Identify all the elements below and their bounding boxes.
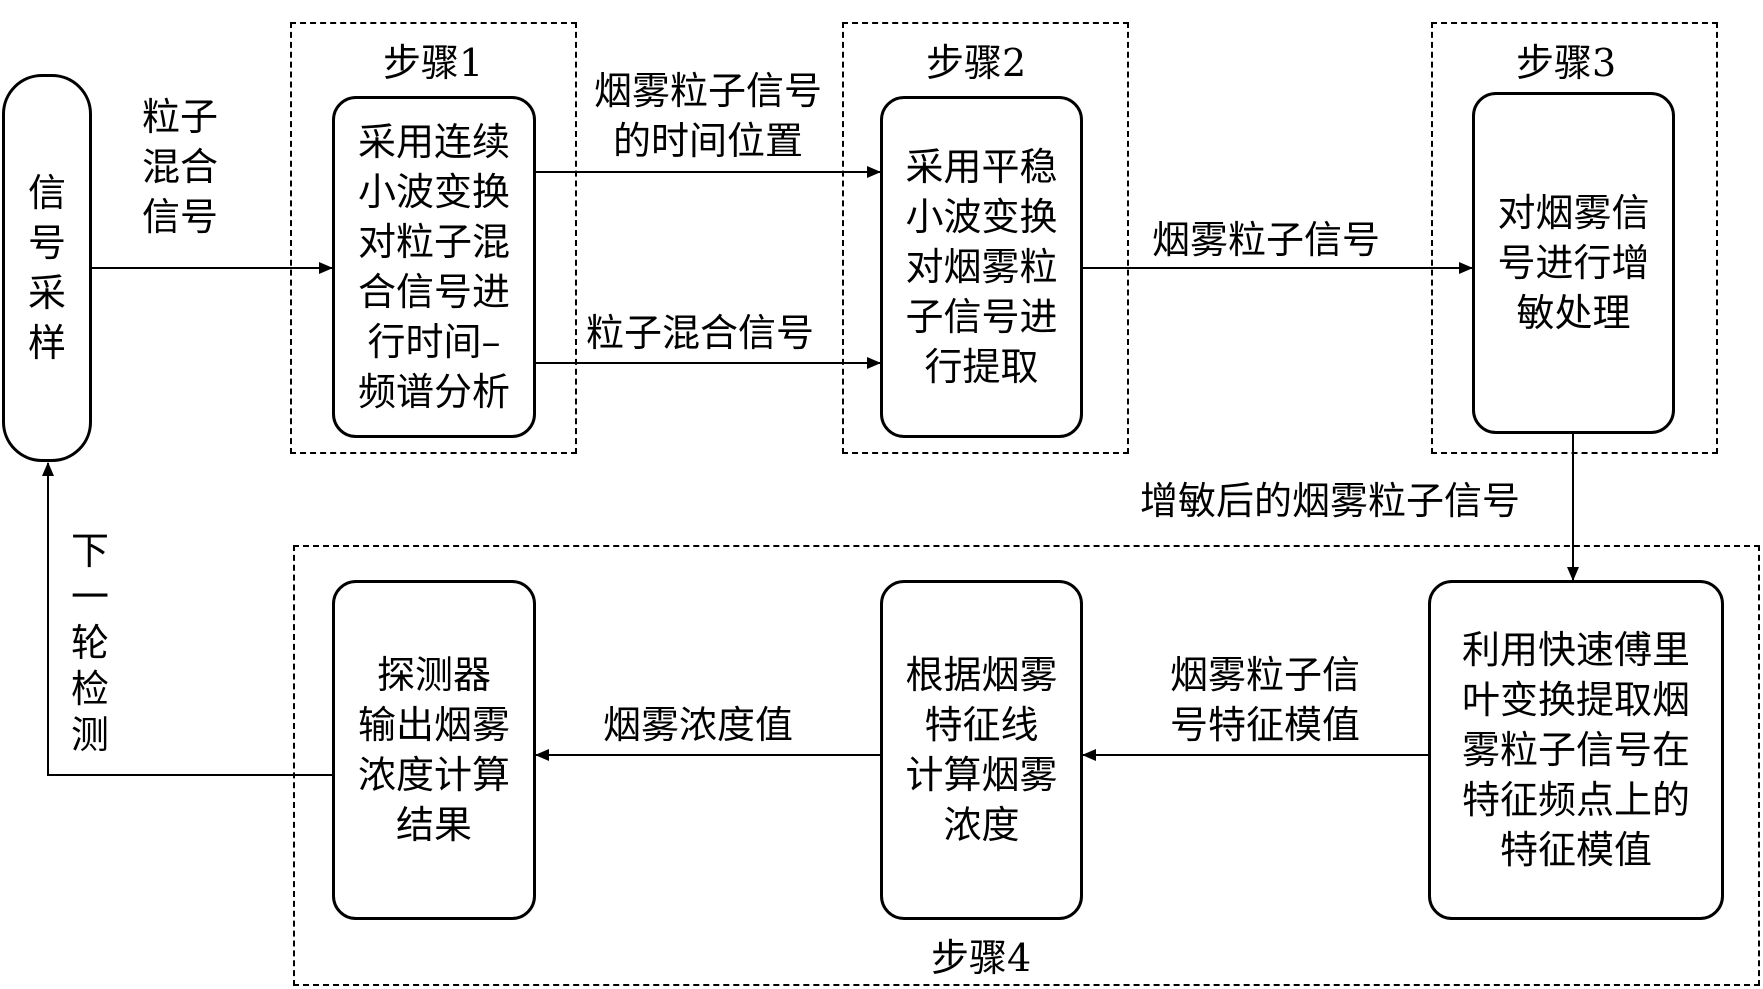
step4-frame	[293, 545, 1760, 986]
node-line: 采用连续	[357, 120, 510, 164]
fft-feature-node: 利用快速傅里 叶变换提取烟 雾粒子信号在 特征频点上的 特征模值	[1428, 580, 1724, 920]
step2-title: 步骤2	[926, 41, 1027, 85]
node-line: 输出烟雾	[357, 703, 510, 747]
step2-frame	[842, 22, 1129, 454]
sampling-char: 信	[27, 171, 66, 215]
edge-label-time-position: 烟雾粒子信号 的时间位置	[578, 66, 838, 166]
node-line: 对烟雾粒	[905, 245, 1058, 289]
step1-title: 步骤1	[383, 41, 484, 85]
edge-label-char: 下	[70, 529, 109, 573]
signal-enhancement-node: 对烟雾信 号进行增 敏处理	[1472, 92, 1675, 434]
node-line: 行提取	[924, 345, 1039, 389]
node-line: 频谱分析	[357, 370, 510, 414]
arrow-next-round	[42, 462, 332, 776]
node-line: 合信号进	[357, 270, 510, 314]
node-line: 行时间–	[367, 320, 501, 364]
node-line: 浓度	[943, 803, 1020, 847]
edge-label-feature-mod: 烟雾粒子信 号特征模值	[1150, 650, 1380, 750]
edge-label-line: 粒子	[141, 95, 218, 139]
swt-extraction-node: 采用平稳 小波变换 对烟雾粒 子信号进 行提取	[880, 96, 1083, 438]
step4-title: 步骤4	[931, 936, 1032, 980]
edge-label-next-round: 下 一 轮 检 测	[68, 528, 112, 758]
sampling-char: 采	[27, 271, 66, 315]
step3-title: 步骤3	[1516, 41, 1617, 85]
edge-label-mixed-signal: 粒子混合信号	[586, 311, 815, 355]
node-line: 特征模值	[1499, 828, 1652, 872]
node-line: 浓度计算	[357, 753, 510, 797]
edge-label-line: 的时间位置	[612, 119, 803, 163]
node-line: 敏处理	[1516, 291, 1631, 335]
edge-label-enhanced-signal: 增敏后的烟雾粒子信号	[1140, 479, 1521, 523]
node-line: 计算烟雾	[905, 753, 1058, 797]
edge-label-char: 轮	[70, 621, 109, 665]
node-line: 特征线	[924, 703, 1039, 747]
node-line: 根据烟雾	[905, 653, 1058, 697]
step3-frame	[1431, 22, 1718, 454]
node-line: 对粒子混	[357, 220, 510, 264]
step1-frame	[290, 22, 577, 454]
node-line: 小波变换	[357, 170, 510, 214]
concentration-calc-node: 根据烟雾 特征线 计算烟雾 浓度	[880, 580, 1083, 920]
node-line: 雾粒子信号在	[1461, 728, 1690, 772]
sampling-char: 号	[27, 221, 66, 265]
node-line: 利用快速傅里	[1461, 628, 1690, 672]
edge-label-concentration: 烟雾浓度值	[603, 703, 794, 747]
edge-label-char: 测	[70, 713, 109, 757]
edge-label-line: 烟雾粒子信	[1169, 653, 1360, 697]
node-line: 特征频点上的	[1461, 778, 1690, 822]
detector-output-node: 探测器 输出烟雾 浓度计算 结果	[332, 580, 536, 920]
node-line: 探测器	[376, 653, 491, 697]
edge-label-line: 号特征模值	[1169, 703, 1360, 747]
edge-label-char: 检	[70, 667, 109, 711]
node-line: 叶变换提取烟	[1461, 678, 1690, 722]
sampling-char: 样	[27, 321, 66, 365]
node-line: 采用平稳	[905, 145, 1058, 189]
edge-label-line: 混合	[141, 145, 218, 189]
edge-label-line: 烟雾粒子信号	[593, 69, 822, 113]
node-line: 小波变换	[905, 195, 1058, 239]
node-line: 子信号进	[905, 295, 1058, 339]
edge-label-smoke-signal: 烟雾粒子信号	[1152, 218, 1381, 262]
node-line: 对烟雾信	[1497, 191, 1650, 235]
signal-sampling-node: 信 号 采 样	[2, 74, 92, 462]
edge-label-line: 信号	[141, 195, 218, 239]
edge-label-char: 一	[70, 575, 109, 619]
edge-label-mixed-signal-in: 粒子 混合 信号	[140, 92, 220, 242]
node-line: 号进行增	[1497, 241, 1650, 285]
node-line: 结果	[395, 803, 472, 847]
cwt-analysis-node: 采用连续 小波变换 对粒子混 合信号进 行时间– 频谱分析	[332, 96, 536, 438]
